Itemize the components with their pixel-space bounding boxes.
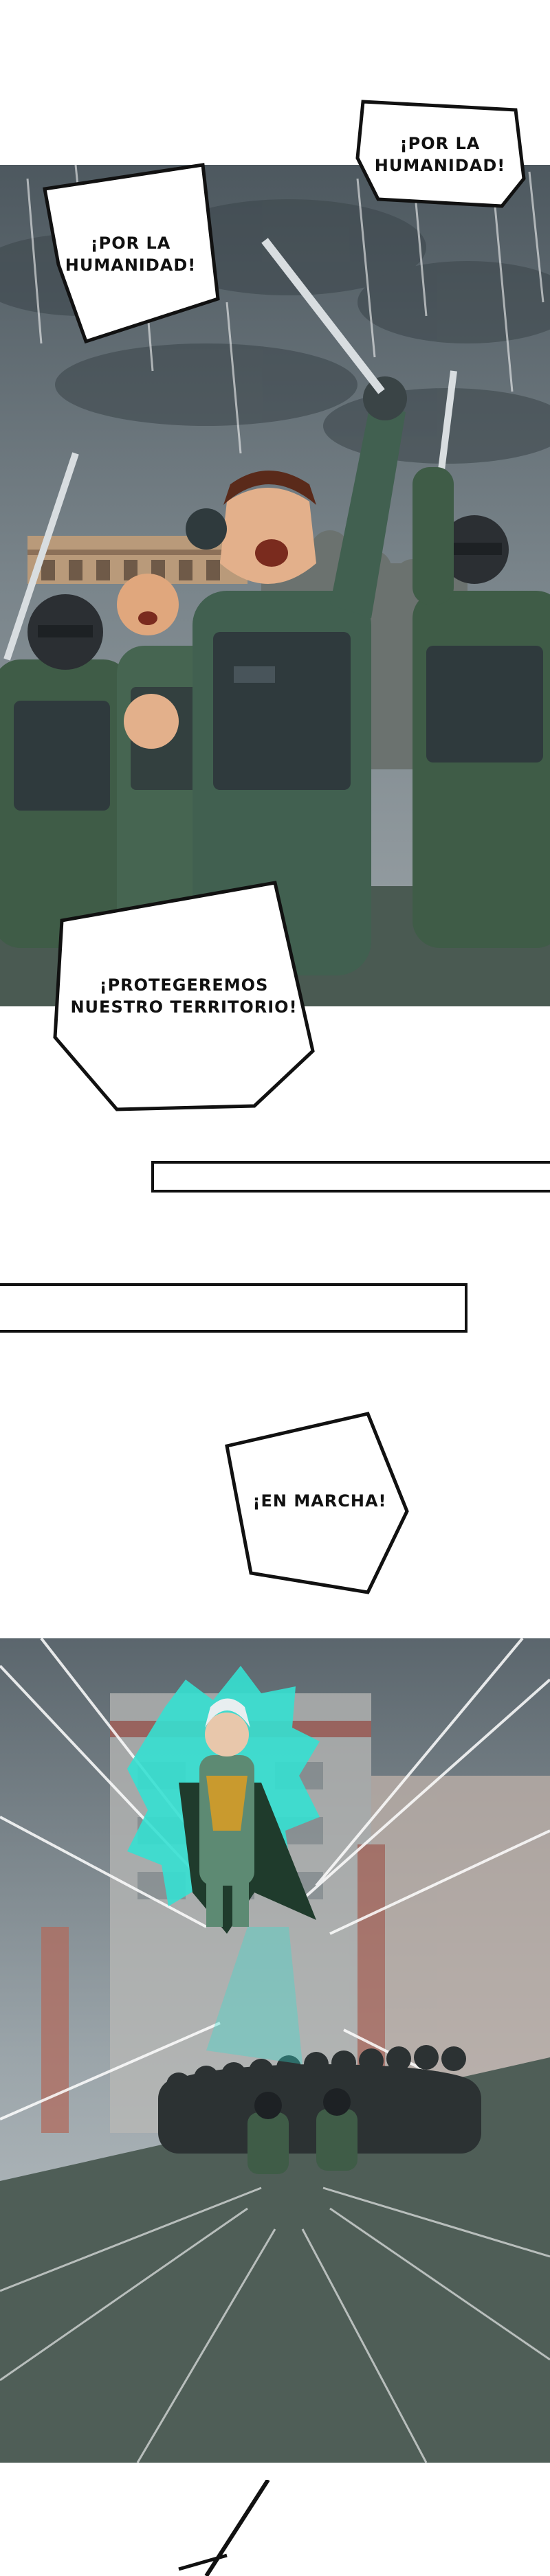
- speech-text-march: ¡EN MARCHA!: [252, 1491, 387, 1511]
- speech-bubble-left: [43, 163, 220, 344]
- speech-text-bottom: ¡PROTEGEREMOS NUESTRO TERRITORIO!: [70, 975, 298, 1017]
- speech-bubble-march: [225, 1412, 409, 1594]
- speech-text-right: ¡POR LA HUMANIDAD!: [374, 133, 506, 175]
- speech-text-left: ¡POR LA HUMANIDAD!: [65, 233, 197, 275]
- speech-bubble-right: [355, 100, 526, 208]
- speech-bubble-bottom: [53, 881, 315, 1111]
- transition-bar-bottom: [0, 1283, 468, 1333]
- transition-bar-top: [151, 1161, 550, 1193]
- charge-illustration: [0, 1638, 550, 2463]
- panel-hero-charge: [0, 1638, 550, 2463]
- action-lines-bottom: [178, 2480, 270, 2576]
